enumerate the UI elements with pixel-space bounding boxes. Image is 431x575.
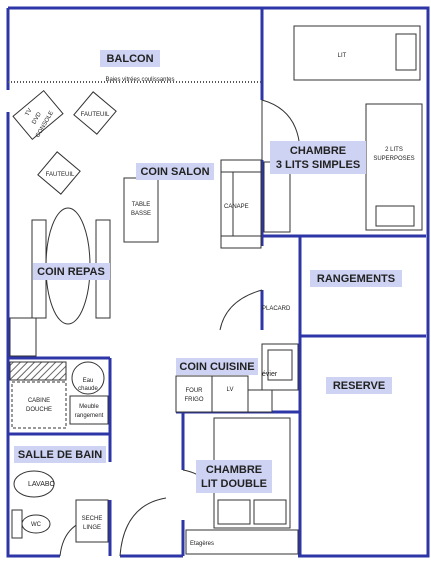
single-bed-label: LIT [338, 53, 347, 59]
placard-label: PLACARD [262, 306, 291, 312]
bunk-beds-label-2: SUPERPOSES [373, 156, 414, 162]
kitchen-counter: FOUR FRIGO LV évier [175, 343, 299, 413]
armchair-left-label: FAUTEUIL [46, 172, 75, 178]
reserve-label-bg [326, 377, 392, 394]
room-label-reserve: RESERVE [333, 380, 385, 392]
sofa-label: CANAPE [224, 204, 249, 210]
water-heater: Eau chaude [71, 361, 105, 395]
shower-label-1: CABINE [28, 398, 50, 404]
coffee-table: TABLE BASSE [123, 177, 159, 243]
dryer: SECHE LINGE [75, 499, 109, 543]
coffee-table-label-2: BASSE [131, 211, 151, 217]
chambre-double-label-bg [196, 460, 272, 493]
shower-cabin: CABINE DOUCHE [11, 381, 67, 429]
oven-fridge-label-2: FRIGO [185, 397, 204, 403]
balcon-label-bg [100, 50, 160, 67]
coin-repas-label-bg [33, 263, 110, 280]
room-label-chambre-double-line1: CHAMBRE [206, 464, 262, 476]
cabinet-label-1: Meuble [79, 404, 99, 410]
room-label-salle-de-bain: SALLE DE BAIN [18, 449, 102, 461]
coffee-table-label-1: TABLE [132, 202, 151, 208]
room-label-chambre-double-line2: LIT DOUBLE [201, 478, 267, 490]
cabinet-label-2: rangement [75, 413, 104, 419]
wc-label: WC [31, 522, 42, 528]
room-label-coin-salon: COIN SALON [140, 166, 209, 178]
armchair-top-label: FAUTEUIL [81, 112, 110, 118]
shower-hatch [9, 361, 67, 381]
washbasin-label: LAVABO [28, 481, 56, 488]
room-label-coin-repas: COIN REPAS [37, 266, 105, 278]
rangements-label-bg [310, 270, 402, 287]
oven-fridge-label-1: FOUR [186, 388, 204, 394]
washbasin: LAVABO [13, 470, 56, 498]
dvd-label: DVD [31, 111, 43, 126]
bunk-beds-label-1: 2 LITS [385, 147, 403, 153]
storage-box [9, 317, 37, 357]
coin-salon-label-bg [136, 163, 214, 180]
single-bed: LIT [293, 25, 421, 81]
dryer-label-1: SECHE [82, 516, 103, 522]
shelves [185, 529, 299, 555]
armchair-left: FAUTEUIL [37, 151, 81, 195]
coin-cuisine-label-bg [176, 358, 258, 375]
shower-label-2: DOUCHE [26, 407, 52, 413]
sink-label: évier [262, 371, 278, 378]
dishwasher-label: LV [227, 387, 234, 393]
room-label-chambre-3-line2: 3 LITS SIMPLES [276, 159, 360, 171]
salle-de-bain-label-bg [14, 446, 106, 463]
toilet: WC [11, 509, 51, 539]
sofa: CANAPE [220, 159, 262, 249]
tv-label: TV [25, 108, 34, 118]
room-label-balcon: BALCON [106, 53, 153, 65]
tv-console: TV DVD CONSOLE [12, 89, 64, 141]
chambre-3-label-bg [270, 141, 366, 174]
dryer-label-2: LINGE [83, 525, 101, 531]
room-label-coin-cuisine: COIN CUISINE [179, 361, 254, 373]
sliding-windows-label: Baies vitrées coulissantes [105, 77, 174, 83]
room-label-rangements: RANGEMENTS [317, 273, 395, 285]
shelves-label: Etagères [190, 541, 214, 547]
room-label-chambre-3-line1: CHAMBRE [290, 145, 346, 157]
water-heater-label-2: chaude [78, 386, 98, 392]
armchair-top: FAUTEUIL [73, 91, 117, 135]
bunk-beds: 2 LITS SUPERPOSES [365, 103, 423, 231]
storage-cabinet: Meuble rangement [69, 395, 109, 425]
water-heater-label-1: Eau [83, 378, 94, 384]
